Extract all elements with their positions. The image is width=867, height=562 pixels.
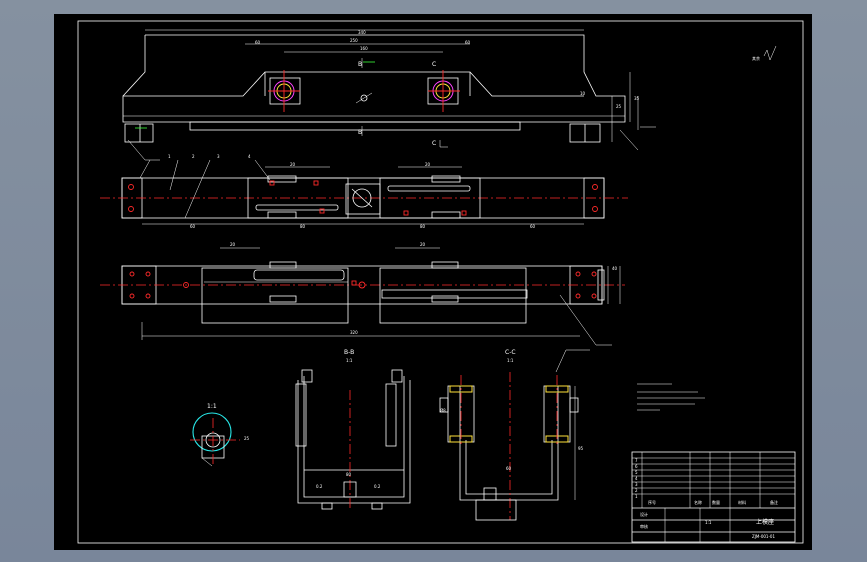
front-view: 340 250 160 60 60 10 35 25 B C B C 其余	[122, 29, 777, 161]
svg-text:4: 4	[635, 476, 638, 481]
cad-drawing: 340 250 160 60 60 10 35 25 B C B C 其余	[77, 20, 804, 544]
svg-text:60: 60	[190, 224, 196, 229]
svg-text:0.2: 0.2	[316, 484, 323, 489]
view-label-c-upper: C	[432, 61, 436, 68]
svg-text:其余: 其余	[752, 55, 760, 61]
drawing-border	[77, 20, 804, 544]
svg-text:25: 25	[244, 436, 250, 441]
part-name: 上模座	[756, 518, 774, 526]
header-no: 序号	[648, 499, 656, 505]
title-block: 7 6 5 4 3 2 1 序号 名称 数量 材料 备注 设计 审核 1:1 上…	[631, 451, 796, 543]
svg-text:0.2: 0.2	[374, 484, 381, 489]
view-label-b-lower: B	[358, 129, 362, 136]
svg-text:20: 20	[230, 242, 236, 247]
section-c-scale: 1:1	[507, 358, 514, 363]
svg-text:25: 25	[616, 104, 622, 109]
detail-view: 1:1 25	[190, 403, 250, 467]
svg-text:20: 20	[425, 162, 431, 167]
header-qty: 数量	[712, 499, 720, 505]
svg-text:1: 1	[635, 494, 638, 499]
svg-text:340: 340	[358, 30, 366, 35]
header-remark: 备注	[770, 499, 778, 505]
svg-text:5: 5	[635, 470, 638, 475]
view-label-b-upper: B	[358, 61, 362, 68]
svg-text:3: 3	[635, 482, 638, 487]
svg-text:20: 20	[290, 162, 296, 167]
svg-text:10: 10	[580, 91, 586, 96]
svg-text:2: 2	[192, 154, 195, 159]
svg-text:250: 250	[350, 38, 358, 43]
svg-text:Ø8: Ø8	[440, 408, 446, 413]
svg-text:1: 1	[168, 154, 171, 159]
svg-text:80: 80	[420, 224, 426, 229]
svg-text:80: 80	[346, 472, 352, 477]
svg-text:60: 60	[465, 40, 471, 45]
svg-text:35: 35	[634, 96, 640, 101]
svg-text:80: 80	[300, 224, 306, 229]
section-c-label: C-C	[505, 349, 516, 356]
part-scale: 1:1	[705, 520, 712, 525]
designer-label: 设计	[640, 511, 648, 517]
section-b-scale: 1:1	[346, 358, 353, 363]
top-view-upper: 60 80 80 60 20 20 1 2 3 4	[100, 154, 628, 229]
svg-text:60: 60	[530, 224, 536, 229]
checker-label: 审核	[640, 523, 648, 529]
header-name: 名称	[694, 499, 702, 505]
header-material: 材料	[738, 499, 746, 505]
svg-text:40: 40	[612, 266, 618, 271]
svg-text:6: 6	[635, 464, 638, 469]
svg-text:4: 4	[248, 154, 251, 159]
top-view-lower: 320 20 20 40	[100, 242, 625, 346]
svg-text:320: 320	[350, 330, 358, 335]
detail-scale: 1:1	[207, 403, 217, 410]
section-b-label: B-B	[344, 349, 354, 356]
view-label-c: C	[432, 140, 436, 147]
svg-text:60: 60	[506, 466, 512, 471]
svg-text:7: 7	[635, 458, 638, 463]
svg-text:95: 95	[578, 446, 584, 451]
section-c-c: C-C 1:1 60 95	[439, 349, 590, 521]
drawing-number: ZJM-001-01	[752, 534, 775, 539]
svg-text:3: 3	[217, 154, 220, 159]
section-b-b: B-B 1:1 0.2 0.2 80	[295, 349, 411, 510]
drawing-sheet: 340 250 160 60 60 10 35 25 B C B C 其余	[54, 14, 812, 550]
svg-text:60: 60	[255, 40, 261, 45]
svg-text:160: 160	[360, 46, 368, 51]
technical-notes	[637, 383, 705, 411]
svg-text:20: 20	[420, 242, 426, 247]
svg-text:2: 2	[635, 488, 638, 493]
